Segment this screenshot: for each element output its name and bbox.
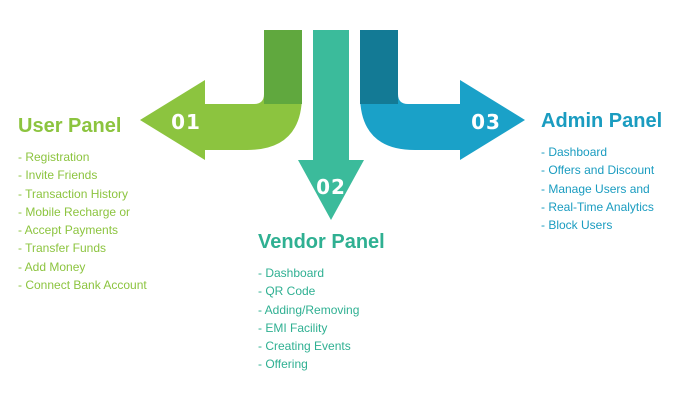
vendor-panel-title: Vendor Panel [258, 231, 385, 253]
user-panel-title: User Panel [18, 115, 122, 137]
arrow-01-body [140, 30, 302, 160]
arrow-02-number: 02 [316, 175, 346, 199]
arrow-03-number: 03 [471, 110, 501, 134]
list-item: - Mobile Recharge or [18, 204, 131, 219]
list-item: - Offering [258, 357, 308, 372]
list-item: - QR Code [258, 284, 316, 299]
vendor-panel: Vendor Panel - Dashboard - QR Code - Add… [258, 230, 385, 374]
arrow-03: 03 [360, 30, 525, 160]
admin-panel: Admin Panel - Dashboard - Offers and Dis… [541, 109, 662, 234]
list-item: - Invite Friends [18, 168, 98, 183]
arrow-01-number: 01 [171, 110, 201, 134]
list-item: - Real-Time Analytics [541, 199, 654, 214]
list-item: - Accept Payments [18, 223, 119, 238]
list-item: - Registration [18, 150, 90, 164]
arrow-01: 01 [140, 30, 302, 160]
list-item: - Dashboard [258, 266, 325, 280]
admin-panel-list: - Dashboard - Offers and Discount - Mana… [541, 143, 662, 234]
admin-panel-title: Admin Panel [541, 110, 663, 132]
arrow-03-top-shade [360, 30, 398, 104]
arrow-01-top-shade [264, 30, 302, 104]
list-item: - Offers and Discount [541, 163, 655, 178]
list-item: - Adding/Removing [258, 302, 360, 317]
arrow-02-body [298, 30, 364, 220]
vendor-panel-list: - Dashboard - QR Code - Adding/Removing … [258, 264, 385, 374]
user-panel-list: - Registration - Invite Friends - Transa… [18, 148, 147, 294]
list-item: - Transaction History [18, 186, 129, 201]
list-item: - Transfer Funds [18, 241, 107, 256]
list-item: - Block Users [541, 218, 613, 233]
list-item: - Manage Users and [541, 181, 650, 196]
list-item: - Connect Bank Account [18, 278, 147, 293]
list-item: - Add Money [18, 259, 86, 274]
list-item: - Dashboard [541, 145, 608, 159]
arrow-03-body [360, 30, 525, 160]
arrow-02: 02 [298, 30, 364, 220]
list-item: - EMI Facility [258, 320, 328, 335]
list-item: - Creating Events [258, 339, 351, 354]
user-panel: User Panel - Registration - Invite Frien… [18, 114, 147, 294]
